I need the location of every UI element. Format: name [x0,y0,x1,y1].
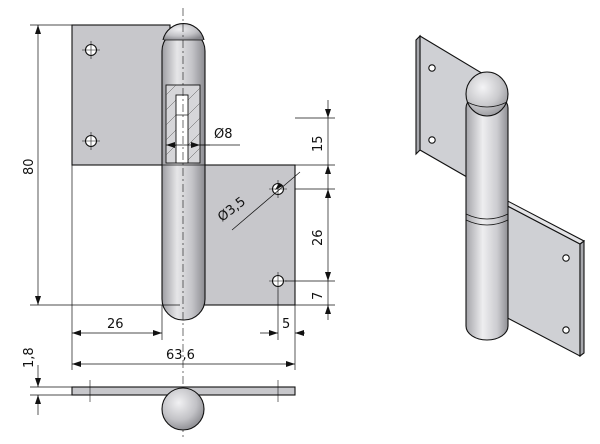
iso-barrel [465,93,509,341]
dimension-lines: 80 15 26 7 Ø8 Ø3,5 26 5 [22,24,335,415]
top-view [71,380,296,431]
dim-offset-bottom: 7 [311,292,326,300]
isometric-view [415,34,586,358]
dim-total-width: 63,6 [166,348,195,363]
dim-leaf-width: 26 [107,317,124,332]
iso-knob [465,71,509,117]
dim-pin-diameter: Ø8 [214,127,233,142]
dim-hole-spacing: 26 [311,229,326,246]
top-view-barrel [161,387,205,431]
dim-height-total: 80 [22,158,37,175]
barrel [161,29,206,321]
dim-offset-top: 15 [311,135,326,152]
barrel-cap [162,23,205,41]
dim-hole-edge: 5 [282,317,290,332]
front-view [71,8,296,440]
dim-thickness: 1,8 [22,347,37,368]
